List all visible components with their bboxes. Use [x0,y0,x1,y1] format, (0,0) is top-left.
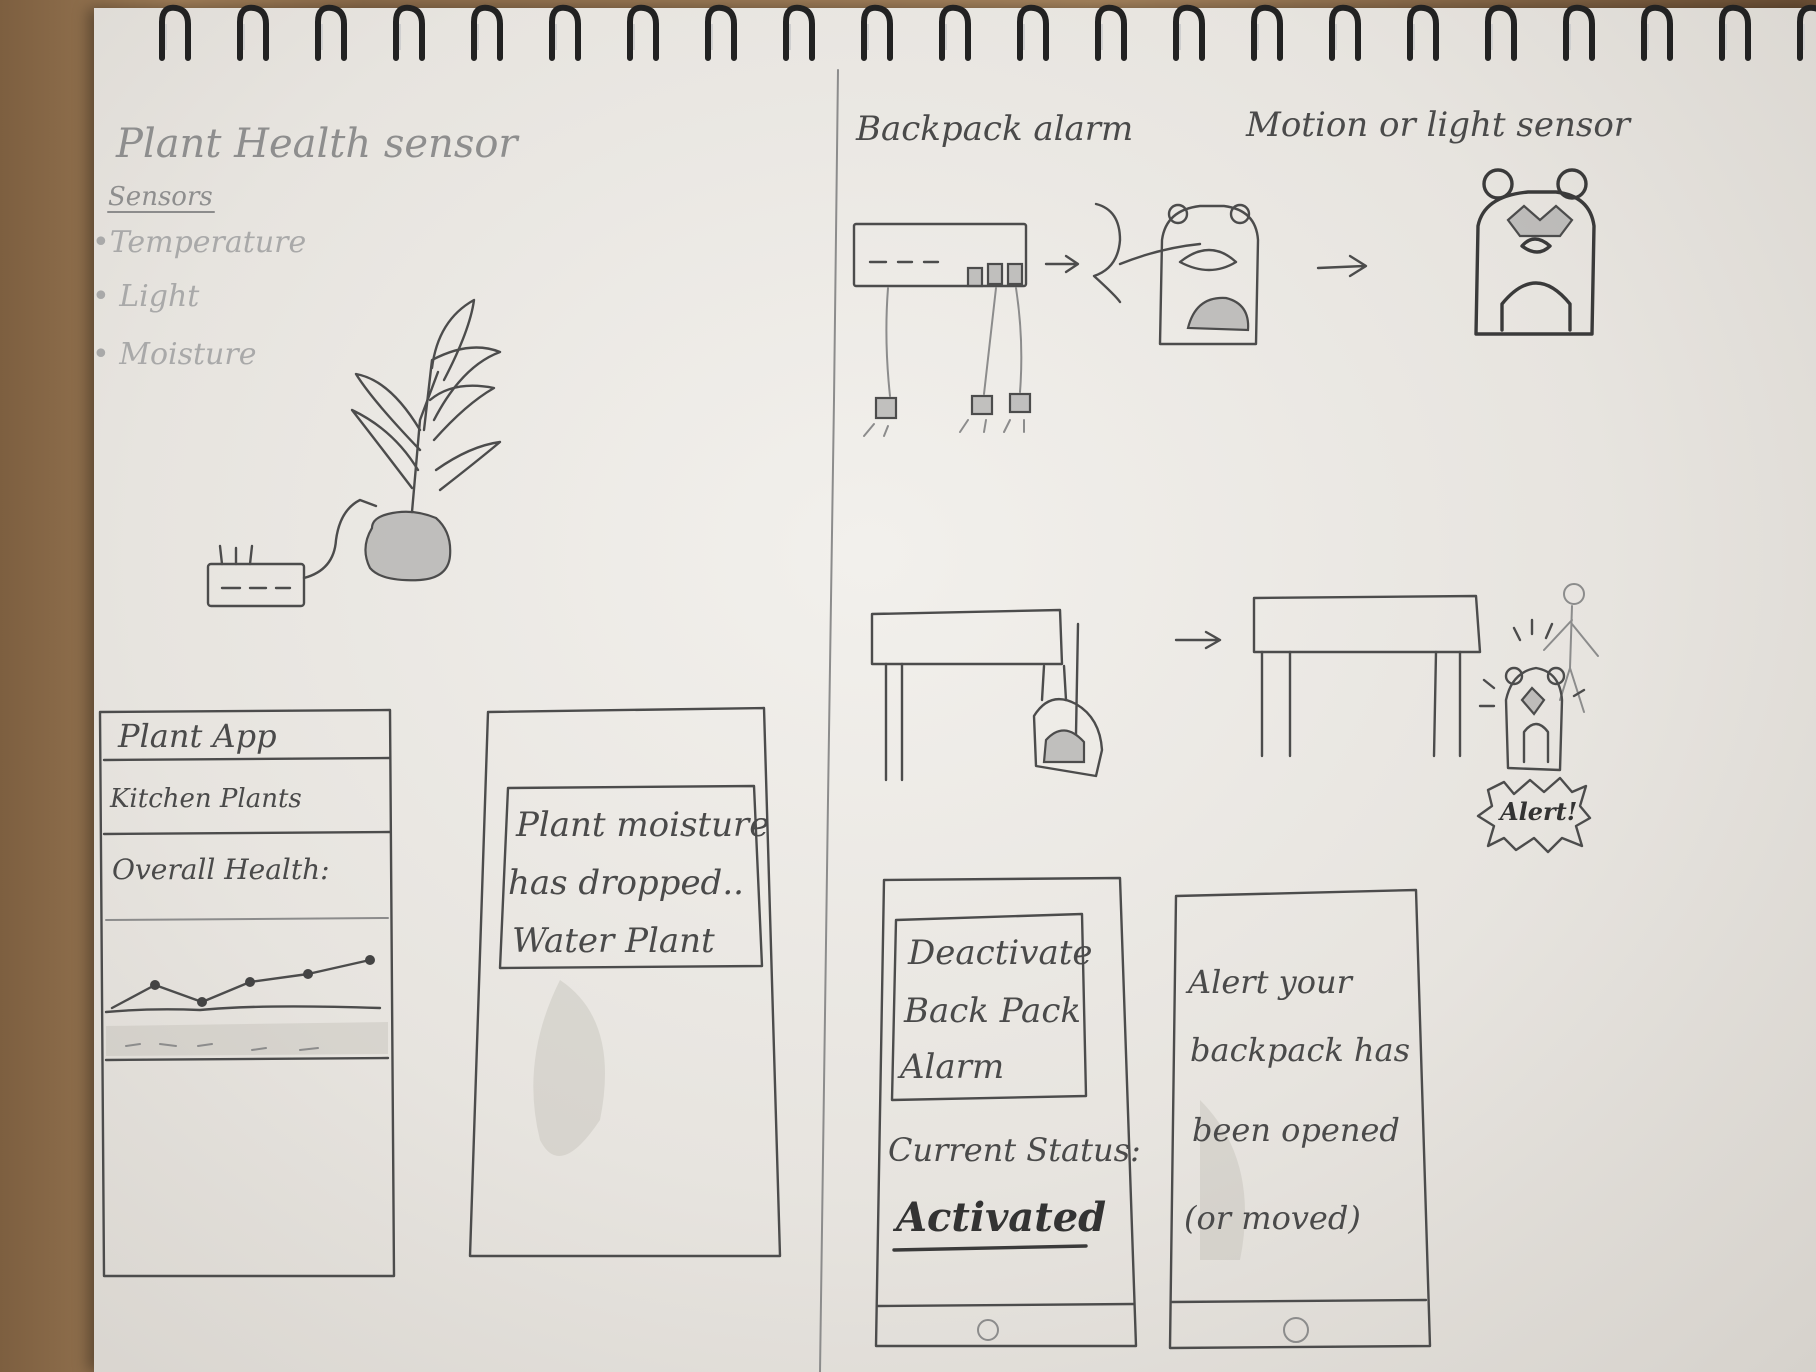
arrow-2 [1316,254,1368,278]
spiral-ring [159,4,191,61]
spiral-ring [1095,4,1127,61]
deactivate-line-2[interactable]: Back Pack [904,991,1081,1031]
spiral-ring [939,4,971,61]
spiral-ring [1173,4,1205,61]
spiral-ring [627,4,659,61]
spiral-ring [783,4,815,61]
brace-connector [1092,202,1122,304]
spiral-ring [1797,4,1816,61]
spiral-ring [393,4,425,61]
sensor-device-sketch [206,498,378,608]
plant-sketch [350,298,502,582]
spiral-binding [159,4,1816,61]
backpack-notify-screen-frame [1168,888,1432,1350]
table-backpack-hanging-sketch [870,608,1104,782]
alert-burst-label: Alert! [1500,797,1578,826]
deactivate-line-1[interactable]: Deactivate [908,933,1093,973]
spiral-ring [1641,4,1673,61]
moisture-alert-line-1: Plant moisture [516,805,770,845]
notify-line-4: (or moved) [1184,1199,1361,1237]
water-plant-action[interactable]: Water Plant [512,921,715,961]
spiral-ring [1017,4,1049,61]
spiral-ring [861,4,893,61]
sensor-item-temperature: •Temperature [92,225,307,260]
backpack-alarm-title: Backpack alarm [856,109,1134,149]
connector-wire [1118,242,1202,266]
backpack-open-sketch [1158,203,1260,346]
spiral-ring [237,4,269,61]
current-status-value: Activated [896,1194,1107,1241]
notify-line-2: backpack has [1190,1031,1411,1069]
spiral-ring [1719,4,1751,61]
spiral-ring [315,4,347,61]
motion-light-sensor-title: Motion or light sensor [1246,105,1631,145]
notify-line-1: Alert your [1188,963,1352,1001]
overall-health-label: Overall Health: [112,853,330,886]
page-divider [819,69,839,1372]
spiral-ring [549,4,581,61]
plant-health-title: Plant Health sensor [116,121,518,167]
table-empty-sketch [1252,594,1482,758]
sensor-item-light: • Light [92,279,200,314]
alert-burst-shape [1476,776,1592,854]
current-status-label: Current Status: [888,1131,1141,1169]
arrow-3 [1174,630,1222,650]
plant-app-title: Plant App [118,717,277,755]
health-line-graph [110,955,375,1051]
spiral-ring [1407,4,1439,61]
spiral-ring [1563,4,1595,61]
backpack-alarm-sketch [1474,168,1596,336]
arrow-1 [1044,254,1080,274]
spiral-ring [705,4,737,61]
kitchen-plants-row[interactable]: Kitchen Plants [110,784,302,814]
spiral-ring [471,4,503,61]
backpack-control-screen-frame [874,876,1138,1348]
spiral-ring [1251,4,1283,61]
moisture-alert-line-2: has dropped.. [508,863,744,903]
sensor-item-moisture: • Moisture [92,337,257,372]
sensors-heading: Sensors [108,182,213,212]
deactivate-line-3[interactable]: Alarm [900,1047,1005,1087]
spiral-ring [1485,4,1517,61]
plant-alert-screen-frame [468,706,782,1258]
sensor-module-sketch [852,222,1032,437]
spiral-ring [1329,4,1361,61]
backpack-with-thief-sketch [1478,583,1599,772]
notify-line-3: been opened [1192,1111,1400,1149]
